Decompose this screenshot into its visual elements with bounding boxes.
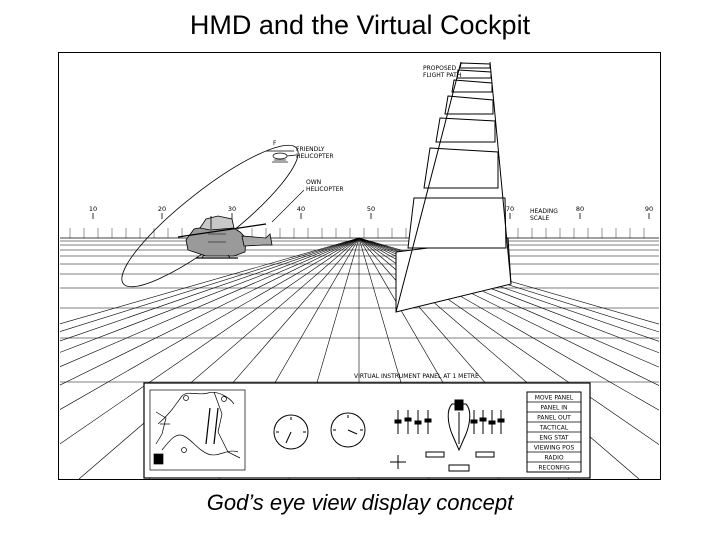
attitude-gauge [273,414,309,450]
menu-item: PANEL OUT [537,415,571,422]
heading-tick-label: 50 [367,205,375,213]
slide-title: HMD and the Virtual Cockpit [189,10,531,40]
heading-tick-label: 30 [228,205,236,213]
heading-tick-label: 40 [297,205,305,213]
heading-tick-label: 10 [89,205,97,213]
friendly-marker-label: F [273,140,277,147]
friendly-helicopter-label: HELICOPTER [296,153,334,160]
menu-item: PANEL IN [540,405,567,412]
tactical-map [149,389,246,471]
clock-gauge [330,412,366,448]
instrument-panel-label: VIRTUAL INSTRUMENT PANEL AT 1 METRE [354,373,479,380]
friendly-helicopter-icon [266,150,297,163]
own-helicopter-icon [177,215,273,259]
menu-item: ENG STAT [539,435,568,442]
flight-path-label: FLIGHT PATH [423,72,461,79]
virtual-cockpit-diagram: 10 20 30 40 50 70 80 90 HEADING SCALE PR… [58,52,661,480]
proposed-flight-path: PROPOSED FLIGHT PATH [395,61,512,313]
panel-menu: MOVE PANEL PANEL IN PANEL OUT TACTICAL ENG S… [526,391,582,473]
heading-tick-label: 80 [576,205,584,213]
engine-slider-bank [394,410,505,434]
flight-path-label: PROPOSED [423,65,456,72]
heading-tick-label: 20 [158,205,166,213]
torque-gauge [447,399,471,472]
menu-item: TACTICAL [539,425,569,432]
friendly-helicopter-label: FRIENDLY [296,146,325,153]
heading-scale-label: HEADING [530,208,558,215]
own-helicopter-leader [271,189,305,223]
own-helicopter-label: HELICOPTER [306,186,344,193]
menu-item: VIEWING POS [534,445,575,452]
own-helicopter-label: OWN [306,179,321,186]
heading-scale: 10 20 30 40 50 70 80 90 HEADING SCALE [89,205,653,222]
virtual-instrument-panel: MOVE PANEL PANEL IN PANEL OUT TACTICAL ENG S… [143,382,591,479]
menu-item: RADIO [544,455,563,462]
heading-tick-label: 70 [506,205,514,213]
menu-item: MOVE PANEL [535,395,574,402]
figure-caption: God’s eye view display concept [206,490,514,515]
heading-tick-label: 90 [645,205,653,213]
menu-item: RECONFIG [538,465,570,472]
heading-scale-label: SCALE [530,215,549,222]
panel-controls [390,451,495,469]
